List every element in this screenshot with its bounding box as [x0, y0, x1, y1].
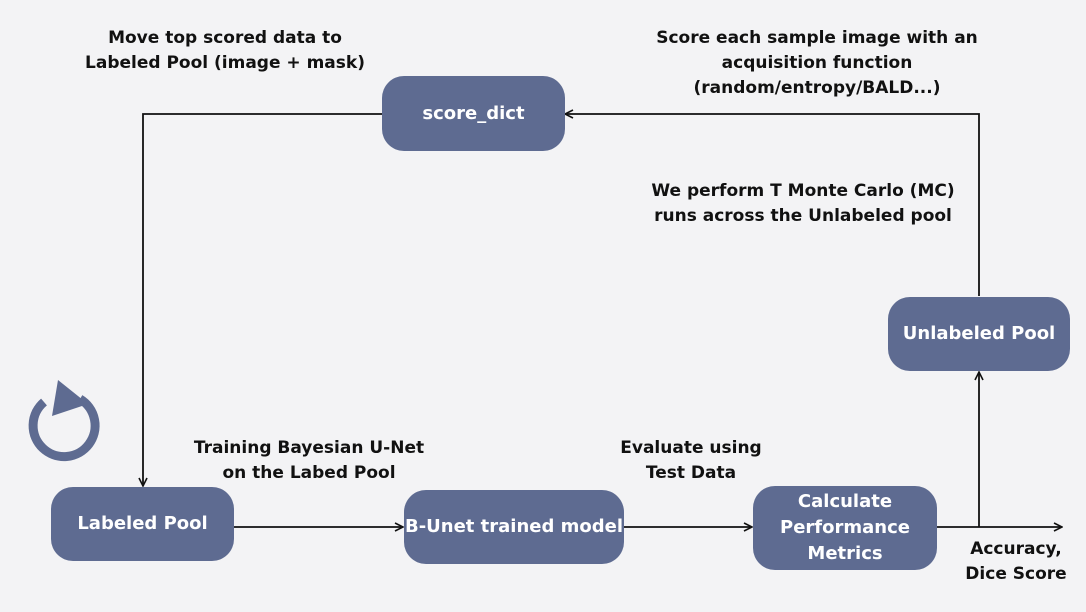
bunet-model-node: B-Unet trained model [404, 490, 624, 564]
output-label: Accuracy, Dice Score [965, 539, 1067, 584]
mc-runs-label: We perform T Monte Carlo (MC) runs acros… [651, 181, 955, 226]
metrics-line-2: Performance [780, 517, 910, 538]
score-dict-node: score_dict [382, 76, 565, 151]
evaluate-label: Evaluate using Test Data [620, 438, 762, 483]
calculate-metrics-node: Calculate Performance Metrics [753, 486, 937, 570]
score-dict-label: score_dict [422, 102, 525, 124]
score-each-label: Score each sample image with an acquisit… [656, 28, 978, 98]
training-label: Training Bayesian U-Net on the Labed Poo… [193, 438, 425, 483]
metrics-line-1: Calculate [797, 491, 893, 512]
arrow-score-to-labeled [143, 113, 382, 486]
arrow-unlabeled-to-score [565, 114, 980, 296]
bunet-model-label: B-Unet trained model [404, 516, 624, 537]
move-top-label: Move top scored data to Labeled Pool (im… [85, 28, 365, 73]
labeled-pool-node: Labeled Pool [51, 487, 234, 561]
metrics-line-3: Metrics [807, 543, 883, 564]
labeled-pool-label: Labeled Pool [77, 513, 208, 534]
unlabeled-pool-label: Unlabeled Pool [902, 323, 1056, 344]
unlabeled-pool-node: Unlabeled Pool [888, 297, 1070, 371]
refresh-icon [28, 380, 100, 462]
